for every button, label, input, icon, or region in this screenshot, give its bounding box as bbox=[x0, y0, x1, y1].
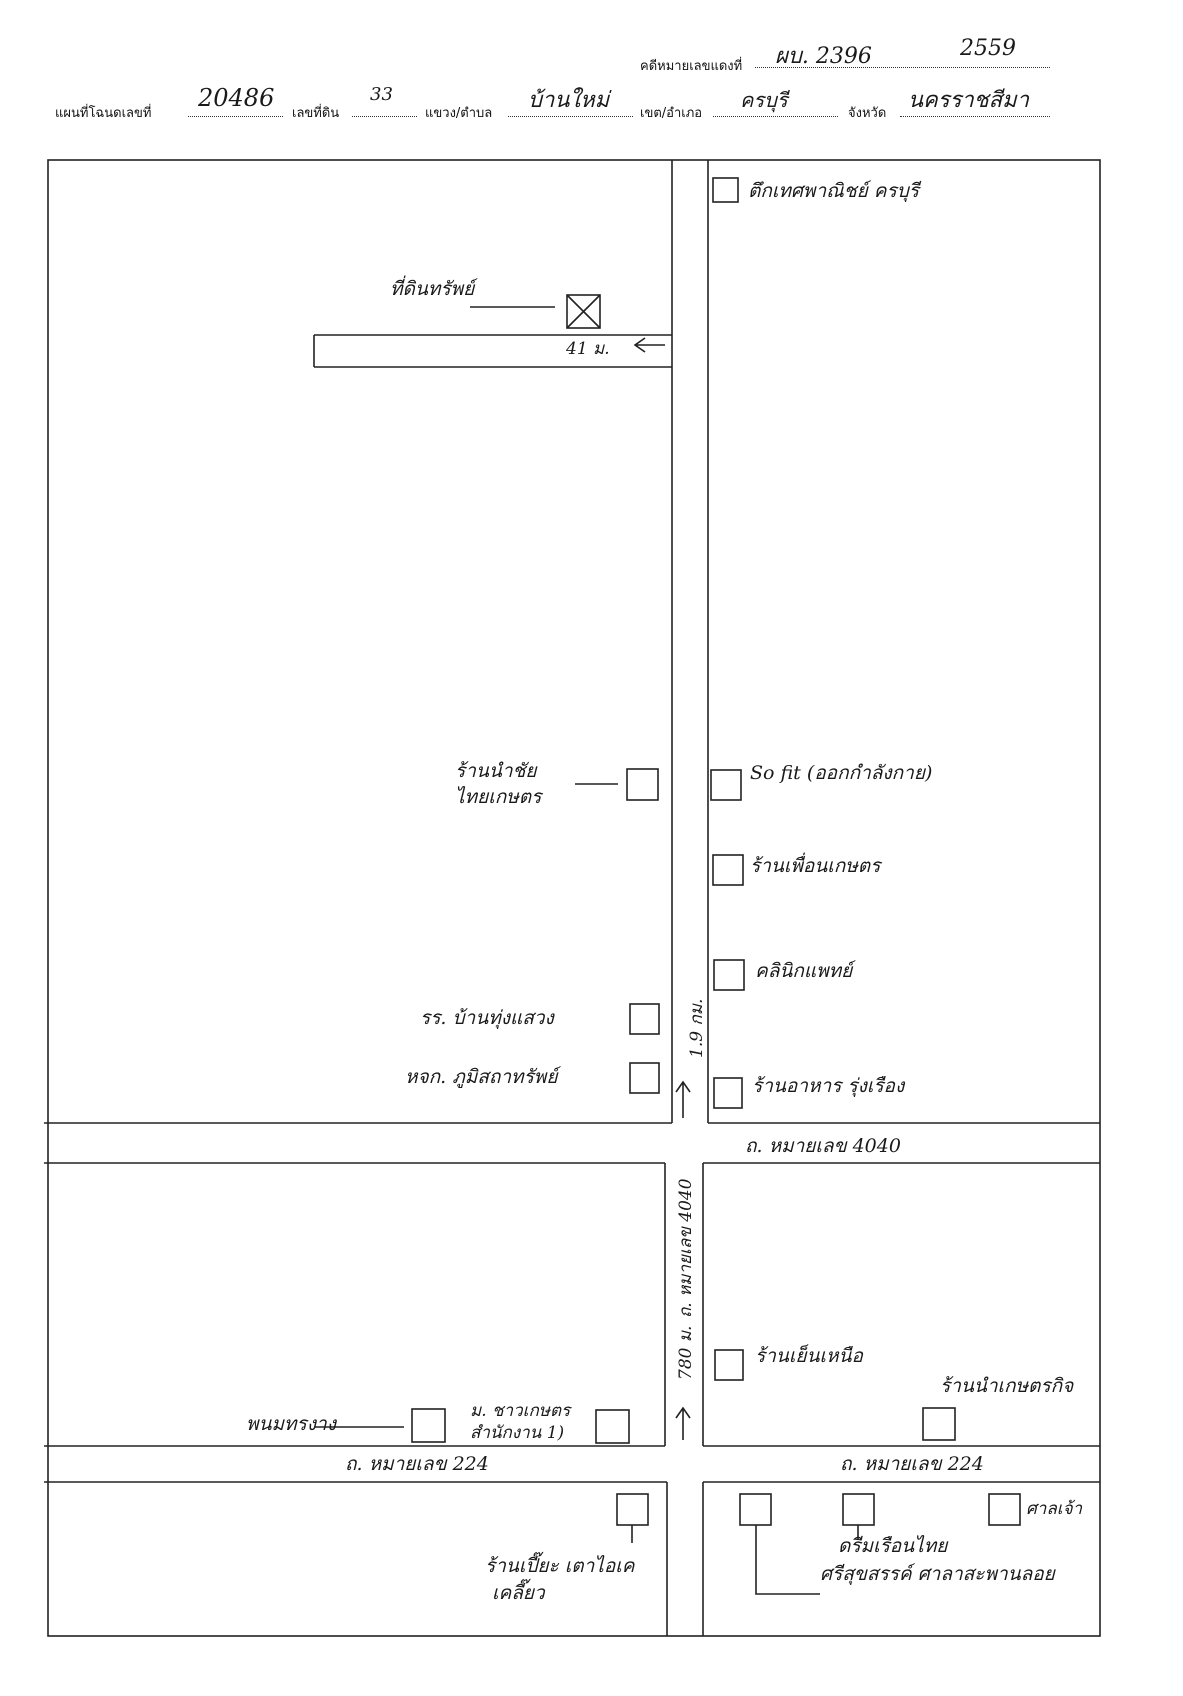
label-property: ที่ดินทรัพย์ bbox=[390, 278, 475, 300]
province-label: จังหวัด bbox=[848, 106, 887, 121]
label-bottom-coop-line1: ม. ชาวเกษตร bbox=[470, 1401, 571, 1421]
label-right-shop1: So fit (ออกกำลังกาย) bbox=[750, 762, 933, 784]
label-right-shop3: คลินิกแพทย์ bbox=[755, 960, 853, 982]
label-vertical-road: ถ. หมายเลข 4040 bbox=[676, 1178, 696, 1318]
marker-box-right-shop3 bbox=[713, 959, 745, 991]
marker-box-right-shop5 bbox=[714, 1349, 744, 1381]
label-right-shop4: ร้านอาหาร รุ่งเรือง bbox=[752, 1075, 905, 1097]
marker-box-left-store bbox=[629, 1062, 660, 1094]
label-right-shop6: ร้านนำเกษตรกิจ bbox=[940, 1375, 1074, 1397]
land-no-label: เลขที่ดิน bbox=[292, 106, 340, 121]
label-right-shop5: ร้านเย็นเหนือ bbox=[755, 1345, 863, 1367]
label-left-school: รร. บ้านทุ่งแสวง bbox=[420, 1007, 554, 1029]
subdistrict-dotline bbox=[508, 116, 633, 117]
province-dotline bbox=[900, 116, 1050, 117]
label-left-shop1-line2: ไทยเกษตร bbox=[455, 786, 542, 808]
label-road-lower-right: ถ. หมายเลข 224 bbox=[840, 1453, 984, 1475]
label-bottom-right-shop: ศาลเจ้า bbox=[1026, 1499, 1083, 1519]
land-no-dotline bbox=[352, 116, 417, 117]
property-marker bbox=[566, 294, 601, 329]
case-red-dotline bbox=[755, 67, 1050, 68]
province-value: นครราชสีมา bbox=[908, 88, 1029, 113]
label-bottom-coop-line2: สำนักงาน 1) bbox=[470, 1423, 565, 1443]
alley-arrow bbox=[633, 337, 665, 353]
north-arrow-lower bbox=[675, 1406, 691, 1440]
north-arrow-upper bbox=[675, 1080, 691, 1118]
subdistrict-label: แขวง/ตำบล bbox=[425, 106, 493, 121]
marker-box-bottom-b bbox=[842, 1493, 875, 1526]
marker-box-right-shop6 bbox=[922, 1407, 956, 1441]
label-bottom-shop-line1: ร้านเปี๊ยะ เตาไอเค bbox=[485, 1555, 635, 1577]
marker-box-bottom-a bbox=[739, 1493, 772, 1526]
label-top-right-place: ตึกเทศพาณิชย์ ครบุรี bbox=[748, 180, 919, 202]
label-road-lower-left: ถ. หมายเลข 224 bbox=[345, 1453, 489, 1475]
label-vertical-distance-top: 1.9 กม. bbox=[687, 998, 707, 1058]
marker-box-right-shop4 bbox=[713, 1077, 743, 1109]
label-bottom-shop-line2: เคลี๊ยว bbox=[492, 1582, 545, 1604]
land-no-value: 33 bbox=[370, 84, 393, 105]
label-left-store: หจก. ภูมิสถาทรัพย์ bbox=[405, 1066, 558, 1088]
deed-dotline bbox=[188, 116, 283, 117]
district-value: ครบุรี bbox=[740, 88, 788, 112]
case-red-value: ผบ. 2396 bbox=[775, 44, 872, 69]
property-marker-cross bbox=[566, 294, 601, 329]
district-dotline bbox=[713, 116, 838, 117]
label-road-upper: ถ. หมายเลข 4040 bbox=[745, 1135, 901, 1157]
deed-label: แผนที่โฉนดเลขที่ bbox=[55, 106, 152, 121]
marker-box-right-shop2 bbox=[712, 854, 744, 886]
marker-box-bottom-coop bbox=[595, 1409, 630, 1444]
label-right-shop2: ร้านเพื่อนเกษตร bbox=[750, 855, 881, 877]
deed-value: 20486 bbox=[198, 84, 275, 112]
label-alley-distance: 41 ม. bbox=[566, 339, 610, 359]
marker-box-bottom-shop bbox=[616, 1493, 649, 1526]
case-red-label: คดีหมายเลขแดงที่ bbox=[640, 59, 743, 74]
marker-box-left-shop1 bbox=[626, 768, 659, 801]
subdistrict-value: บ้านใหม่ bbox=[528, 88, 610, 113]
marker-box-top-right bbox=[712, 177, 739, 203]
label-left-shop1-line1: ร้านนำชัย bbox=[455, 760, 537, 782]
label-bottom-center2: ศรีสุขสรรค์ ศาลาสะพานลอย bbox=[820, 1563, 1055, 1585]
label-bottom-center1: ดรีมเรือนไทย bbox=[838, 1535, 948, 1557]
leader-bottom-a bbox=[755, 1525, 820, 1595]
label-vertical-distance-bottom: 780 ม. bbox=[676, 1325, 696, 1380]
map-border bbox=[47, 159, 1101, 1637]
marker-box-right-shop1 bbox=[710, 769, 742, 801]
label-bottom-left-shop: พนมทรงาง bbox=[246, 1413, 336, 1435]
case-red-year: 2559 bbox=[960, 36, 1016, 61]
district-label: เขต/อำเภอ bbox=[640, 106, 703, 121]
marker-box-bottom-c bbox=[988, 1493, 1021, 1526]
marker-box-bottom-left-shop bbox=[411, 1408, 446, 1443]
marker-box-left-school bbox=[629, 1003, 660, 1035]
